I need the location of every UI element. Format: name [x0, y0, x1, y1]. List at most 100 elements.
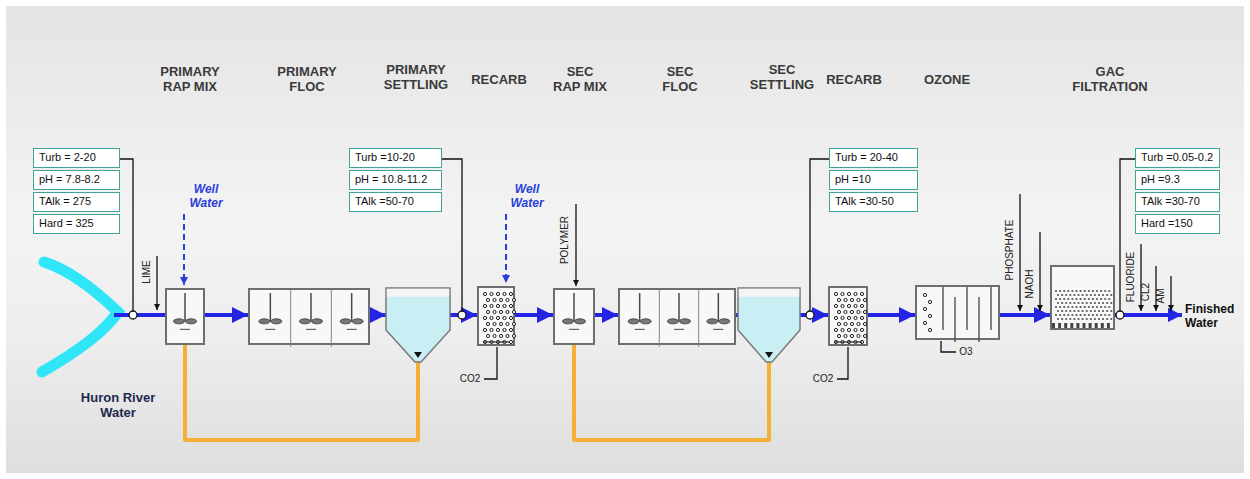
- carbon-media: [1059, 290, 1061, 292]
- sludge-outlet: [414, 352, 422, 358]
- mixer-shaft: [310, 293, 312, 321]
- mixer-blade: [674, 329, 684, 330]
- process-label: Well Water: [506, 182, 548, 210]
- carbon-media: [1108, 298, 1110, 300]
- diffuser-bubble: [509, 328, 512, 331]
- flow-connector: [370, 313, 386, 317]
- river-symbol: [42, 262, 118, 372]
- chemical-label: AM: [1155, 289, 1167, 304]
- carbon-media: [1061, 294, 1063, 296]
- settle-icon: [386, 288, 450, 362]
- carbon-media: [1059, 306, 1061, 308]
- carbon-media: [1084, 306, 1086, 308]
- carbon-media: [1090, 318, 1092, 320]
- chemical-feed-arrow: [1019, 194, 1020, 311]
- underdrain: [1101, 323, 1104, 328]
- carbon-media: [1069, 302, 1071, 304]
- data-cell: Turb = 20-40: [829, 148, 918, 168]
- underdrain: [1052, 323, 1055, 328]
- well-water-arrow: [183, 214, 185, 285]
- baffle-wall: [659, 290, 660, 347]
- carbon-media: [1102, 294, 1104, 296]
- carbon-media: [1084, 314, 1086, 316]
- carbon-media: [1098, 318, 1100, 320]
- data-cell: TAlk =50-70: [349, 192, 442, 212]
- data-cell: pH = 10.8-11.2: [349, 170, 442, 190]
- data-cell: Hard = 325: [33, 214, 120, 234]
- diffuser-bubble: [854, 328, 857, 331]
- diffuser-bubble: [854, 292, 857, 295]
- diffuser-bubble: [483, 316, 486, 319]
- contact-baffle: [990, 287, 991, 330]
- carbon-media: [1059, 298, 1061, 300]
- carbon-media: [1077, 302, 1079, 304]
- recarb-icon: [830, 288, 866, 344]
- diffuser-bubble: [503, 304, 506, 307]
- carbon-media: [1082, 310, 1084, 312]
- diffuser-bubble: [483, 292, 486, 295]
- diffuser-bubble: [509, 304, 512, 307]
- carbon-media: [1077, 318, 1079, 320]
- process-unit: SEC FLOC: [618, 288, 736, 345]
- mixer-blade: [340, 319, 351, 324]
- sludge-recycle-line: [185, 345, 418, 440]
- stage-heading: SEC SETTLING: [746, 62, 818, 92]
- carbon-media: [1104, 298, 1106, 300]
- clarifier-freeboard: [387, 289, 450, 297]
- mixer-blade: [707, 319, 718, 324]
- carbon-media: [1057, 310, 1059, 312]
- carbon-media: [1073, 294, 1075, 296]
- mixer-shaft: [351, 293, 353, 321]
- carbon-media: [1075, 314, 1077, 316]
- chemical-label: CL2: [1140, 283, 1152, 301]
- flow-connector: [515, 313, 553, 317]
- carbon-media: [1094, 318, 1096, 320]
- sludge-outlet: [765, 352, 773, 358]
- diffuser-bubble: [837, 310, 840, 313]
- diffuser-bubble: [860, 304, 863, 307]
- mixer-shaft: [718, 293, 720, 321]
- carbon-media: [1092, 306, 1094, 308]
- diffuser-bubble: [483, 304, 486, 307]
- chemical-feed-arrow: [1039, 232, 1040, 311]
- carbon-media: [1092, 290, 1094, 292]
- underdrain: [1070, 323, 1073, 328]
- mixer-blade: [575, 319, 586, 324]
- mixer-blade: [265, 329, 275, 330]
- carbon-media: [1098, 310, 1100, 312]
- carbon-media: [1090, 302, 1092, 304]
- carbon-media: [1061, 318, 1063, 320]
- diffuser-bubble: [850, 334, 853, 337]
- process-label: Finished Water: [1185, 302, 1243, 330]
- sample-point: [458, 311, 466, 319]
- carbon-media: [1104, 314, 1106, 316]
- diffuser-bubble: [486, 298, 489, 301]
- process-unit: RECARB: [828, 286, 868, 346]
- carbon-media: [1077, 310, 1079, 312]
- carbon-media: [1104, 290, 1106, 292]
- carbon-media: [1106, 294, 1108, 296]
- baffle-wall: [698, 290, 699, 347]
- diffuser-bubble: [506, 334, 509, 337]
- diffuser-bubble: [490, 304, 493, 307]
- diffuser-bubble: [841, 316, 844, 319]
- mixer-blade: [680, 319, 691, 324]
- carbon-media: [1069, 310, 1071, 312]
- carbon-media: [1080, 306, 1082, 308]
- data-cell: TAlk = 275: [33, 192, 120, 212]
- carbon-media: [1075, 290, 1077, 292]
- diffuser-bubble: [509, 340, 512, 343]
- data-cell: pH = 7.8-8.2: [33, 170, 120, 190]
- diffuser-bubble: [486, 322, 489, 325]
- diffuser-bubble: [844, 334, 847, 337]
- process-label: CO2: [460, 373, 481, 385]
- diffuser-bubble: [841, 328, 844, 331]
- mixer-shaft: [270, 293, 272, 321]
- clarifier-outline: [386, 288, 450, 362]
- mix-icon: [555, 290, 593, 343]
- diffuser-bubble: [841, 304, 844, 307]
- carbon-media: [1088, 306, 1090, 308]
- diffuser-bubble: [837, 298, 840, 301]
- carbon-media: [1096, 290, 1098, 292]
- ozone-bubble: [923, 293, 926, 296]
